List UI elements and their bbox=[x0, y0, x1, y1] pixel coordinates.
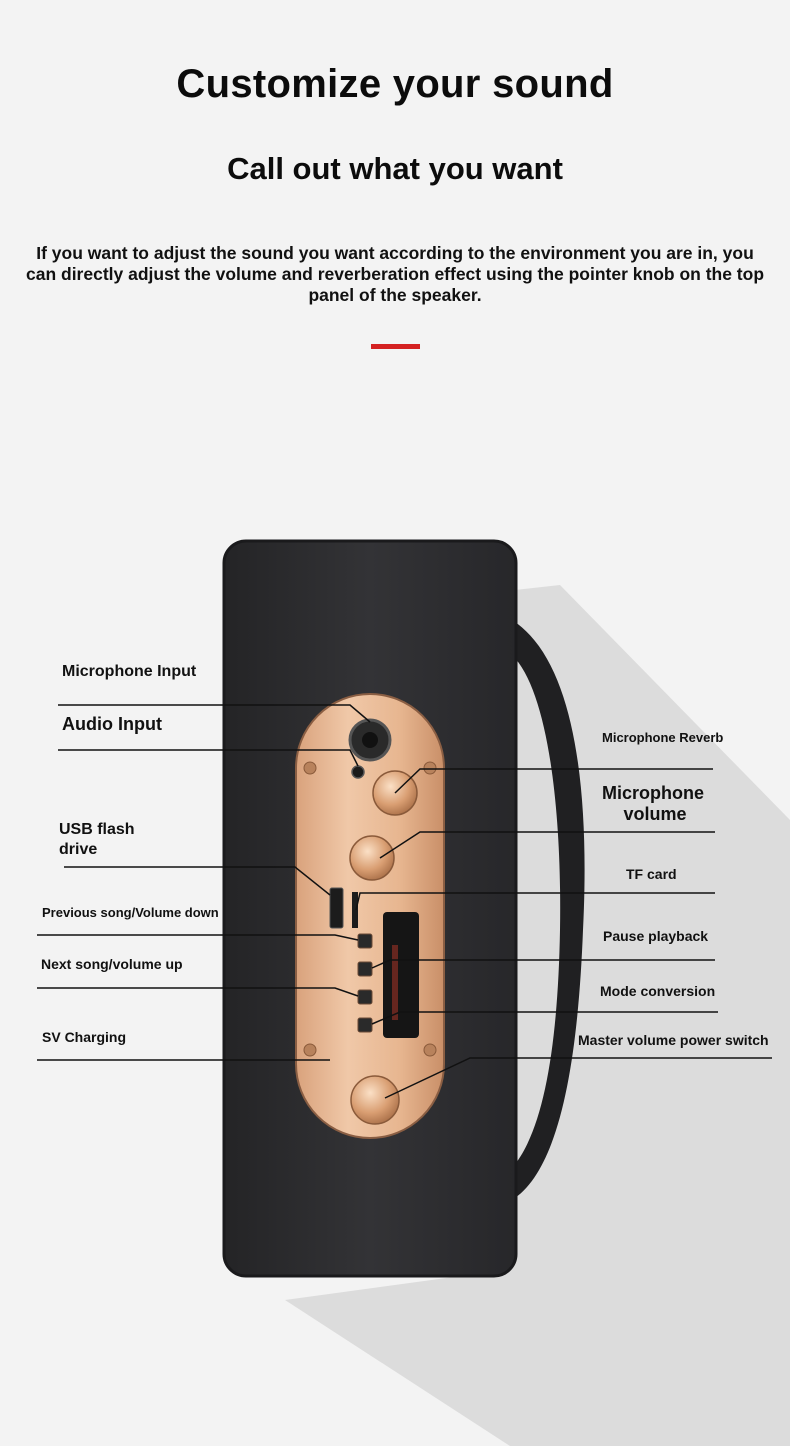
callout-pause-playback: Pause playback bbox=[603, 928, 709, 944]
speaker-shadow bbox=[285, 585, 790, 1446]
master-volume-knob bbox=[350, 1075, 400, 1125]
callout-sv-charging: SV Charging bbox=[42, 1029, 127, 1045]
callout-usb-line2: drive bbox=[59, 841, 98, 858]
callout-master-volume: Master volume power switch bbox=[578, 1032, 769, 1048]
callout-microphone-reverb: Microphone Reverb bbox=[602, 730, 724, 745]
callout-mode-conversion: Mode conversion bbox=[600, 983, 716, 999]
callout-tf-card: TF card bbox=[626, 866, 677, 882]
mic-volume-knob bbox=[349, 835, 395, 881]
callout-mic-volume-line2: volume bbox=[623, 804, 687, 824]
callout-audio-input: Audio Input bbox=[62, 714, 162, 734]
page-title: Customize your sound bbox=[176, 62, 614, 106]
usb-port bbox=[329, 887, 344, 929]
callout-usb-line1: USB flash bbox=[59, 821, 135, 838]
accent-divider bbox=[371, 344, 420, 349]
panel-buttons bbox=[357, 933, 373, 1033]
speaker-handle bbox=[512, 620, 585, 1200]
callout-previous-song: Previous song/Volume down bbox=[42, 905, 219, 920]
tf-slot bbox=[352, 892, 358, 928]
page-subtitle: Call out what you want bbox=[227, 151, 563, 186]
audio-jack bbox=[351, 765, 365, 779]
leader-lines bbox=[37, 704, 772, 1099]
callout-next-song: Next song/volume up bbox=[41, 956, 183, 972]
callout-microphone-input: Microphone Input bbox=[62, 663, 197, 680]
panel-screws bbox=[303, 761, 437, 1057]
callout-mic-volume-line1: Microphone bbox=[602, 783, 704, 803]
intro-paragraph: If you want to adjust the sound you want… bbox=[25, 243, 765, 305]
display-window bbox=[383, 912, 419, 1038]
